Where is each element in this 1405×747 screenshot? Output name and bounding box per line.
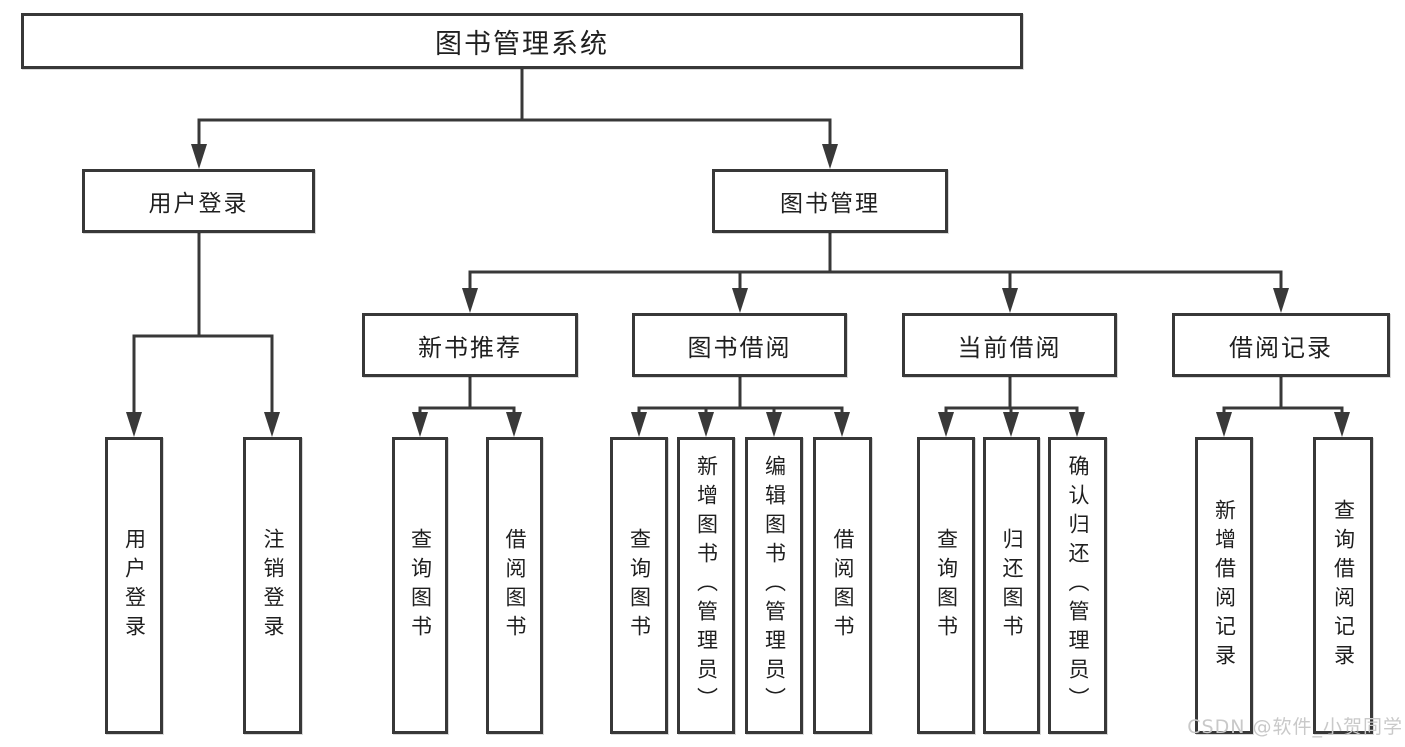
arrow-down-icon bbox=[766, 412, 782, 437]
leaf-edit-book-admin: 编辑图书（管理员） bbox=[745, 437, 803, 734]
node-current-borrow: 当前借阅 bbox=[902, 313, 1117, 377]
arrow-down-icon bbox=[1002, 288, 1018, 313]
arrow-down-icon bbox=[126, 412, 142, 437]
book-borrow-branch-line bbox=[637, 377, 844, 414]
arrow-down-icon bbox=[698, 412, 714, 437]
leaf-user-login: 用户登录 bbox=[105, 437, 163, 734]
arrow-down-icon bbox=[1273, 288, 1289, 313]
arrow-down-icon bbox=[834, 412, 850, 437]
node-borrow-record: 借阅记录 bbox=[1172, 313, 1390, 377]
arrow-down-icon bbox=[822, 144, 838, 169]
arrow-down-icon bbox=[506, 412, 522, 437]
leaf-add-borrow-record: 新增借阅记录 bbox=[1195, 437, 1253, 734]
leaf-borrow-book: 借阅图书 bbox=[813, 437, 872, 734]
arrow-down-icon bbox=[1216, 412, 1232, 437]
leaf-query-book-recommend: 查询图书 bbox=[392, 437, 448, 734]
leaf-confirm-return-admin: 确认归还（管理员） bbox=[1048, 437, 1107, 734]
leaf-borrow-book-recommend: 借阅图书 bbox=[486, 437, 543, 734]
book-mgmt-branch-line bbox=[468, 233, 1283, 290]
leaf-query-book-current: 查询图书 bbox=[917, 437, 975, 734]
new-book-branch-line bbox=[418, 377, 516, 414]
leaf-add-book-admin: 新增图书（管理员） bbox=[677, 437, 735, 734]
current-borrow-branch-line bbox=[944, 377, 1079, 414]
arrow-down-icon bbox=[631, 412, 647, 437]
arrow-down-icon bbox=[264, 412, 280, 437]
leaf-logout: 注销登录 bbox=[243, 437, 302, 734]
arrow-down-icon bbox=[1334, 412, 1350, 437]
borrow-record-branch-line bbox=[1222, 377, 1344, 414]
tree-lines bbox=[132, 69, 1344, 414]
arrow-down-icon bbox=[191, 144, 207, 169]
arrow-down-icon bbox=[938, 412, 954, 437]
arrow-down-icon bbox=[1003, 412, 1019, 437]
arrow-down-icon bbox=[412, 412, 428, 437]
arrow-down-icon bbox=[732, 288, 748, 313]
node-new-book-recommend: 新书推荐 bbox=[362, 313, 578, 377]
arrowheads bbox=[126, 144, 1350, 437]
leaf-query-book-borrow: 查询图书 bbox=[610, 437, 668, 734]
level1-branch-line bbox=[197, 118, 832, 146]
node-book-management: 图书管理 bbox=[712, 169, 948, 233]
watermark: CSDN @软件_小贺同学 bbox=[1187, 716, 1403, 738]
arrow-down-icon bbox=[1069, 412, 1085, 437]
leaf-query-borrow-record: 查询借阅记录 bbox=[1313, 437, 1373, 734]
leaf-return-book: 归还图书 bbox=[983, 437, 1040, 734]
node-book-borrow: 图书借阅 bbox=[632, 313, 847, 377]
node-root-system: 图书管理系统 bbox=[21, 13, 1023, 69]
user-login-branch-line bbox=[132, 233, 274, 414]
node-user-login: 用户登录 bbox=[82, 169, 315, 233]
arrow-down-icon bbox=[462, 288, 478, 313]
